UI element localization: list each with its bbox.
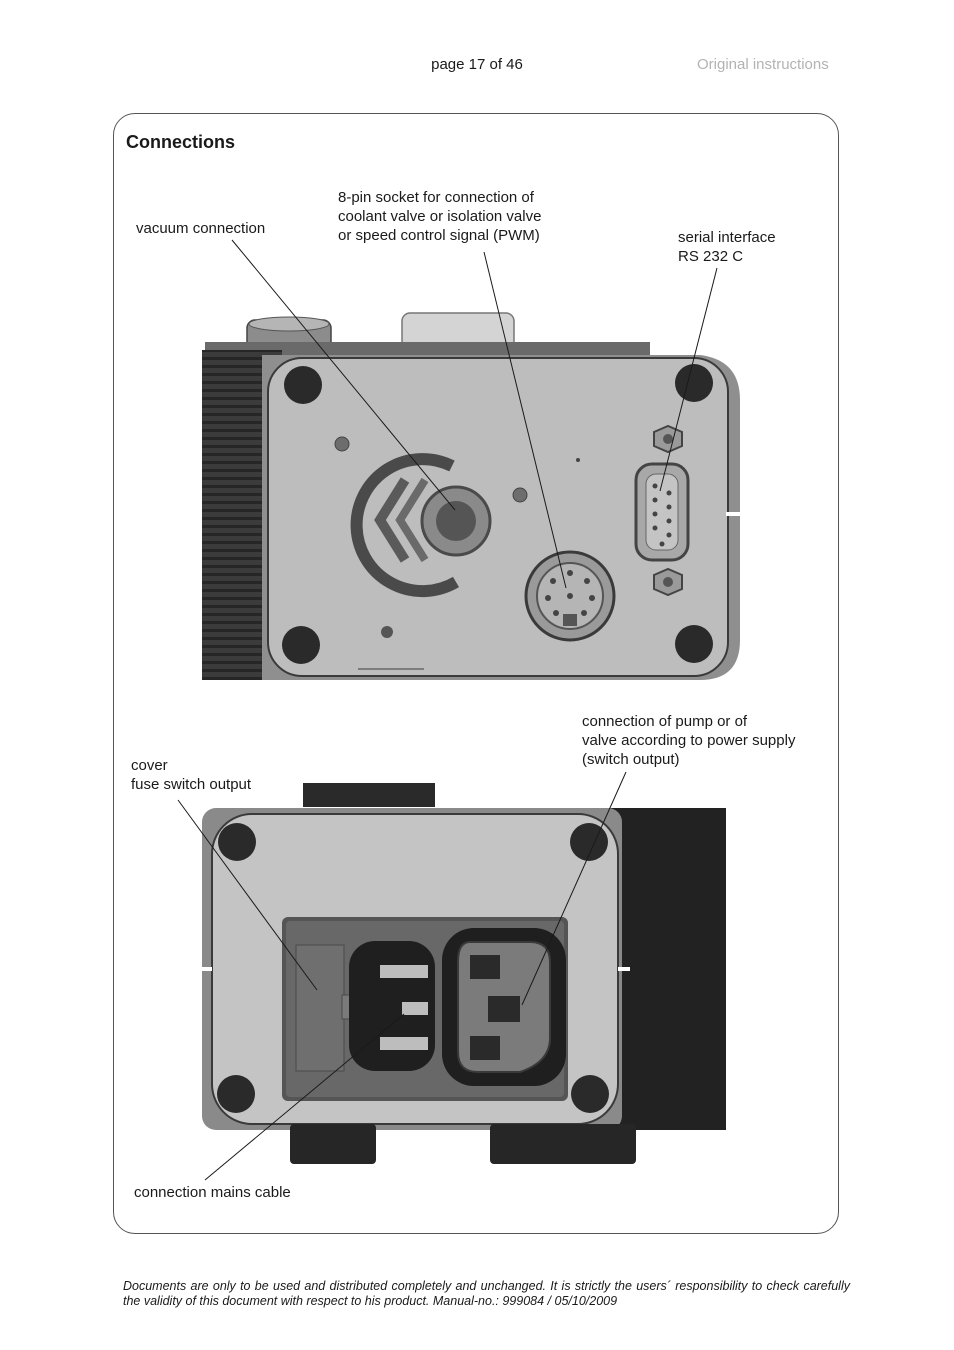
label-8-pin-socket: 8-pin socket for connection of coolant v… [338,189,542,244]
connections-frame [113,113,839,1234]
label-cover-fuse: cover fuse switch output [131,757,252,793]
label-vacuum-connection: vacuum connection [136,220,266,237]
page-number: page 17 of 46 [431,56,523,73]
leader-lines [177,239,718,1181]
label-mains-cable: connection mains cable [134,1184,291,1201]
bottom-device-view [200,783,726,1164]
document-type: Original instructions [697,56,829,73]
section-title: Connections [126,132,236,152]
top-device-view [202,312,740,680]
label-pump-connection: connection of pump or of valve according… [582,713,796,768]
label-serial-interface: serial interface RS 232 C [678,229,776,265]
footer-disclaimer: Documents are only to be used and distri… [123,1279,850,1308]
